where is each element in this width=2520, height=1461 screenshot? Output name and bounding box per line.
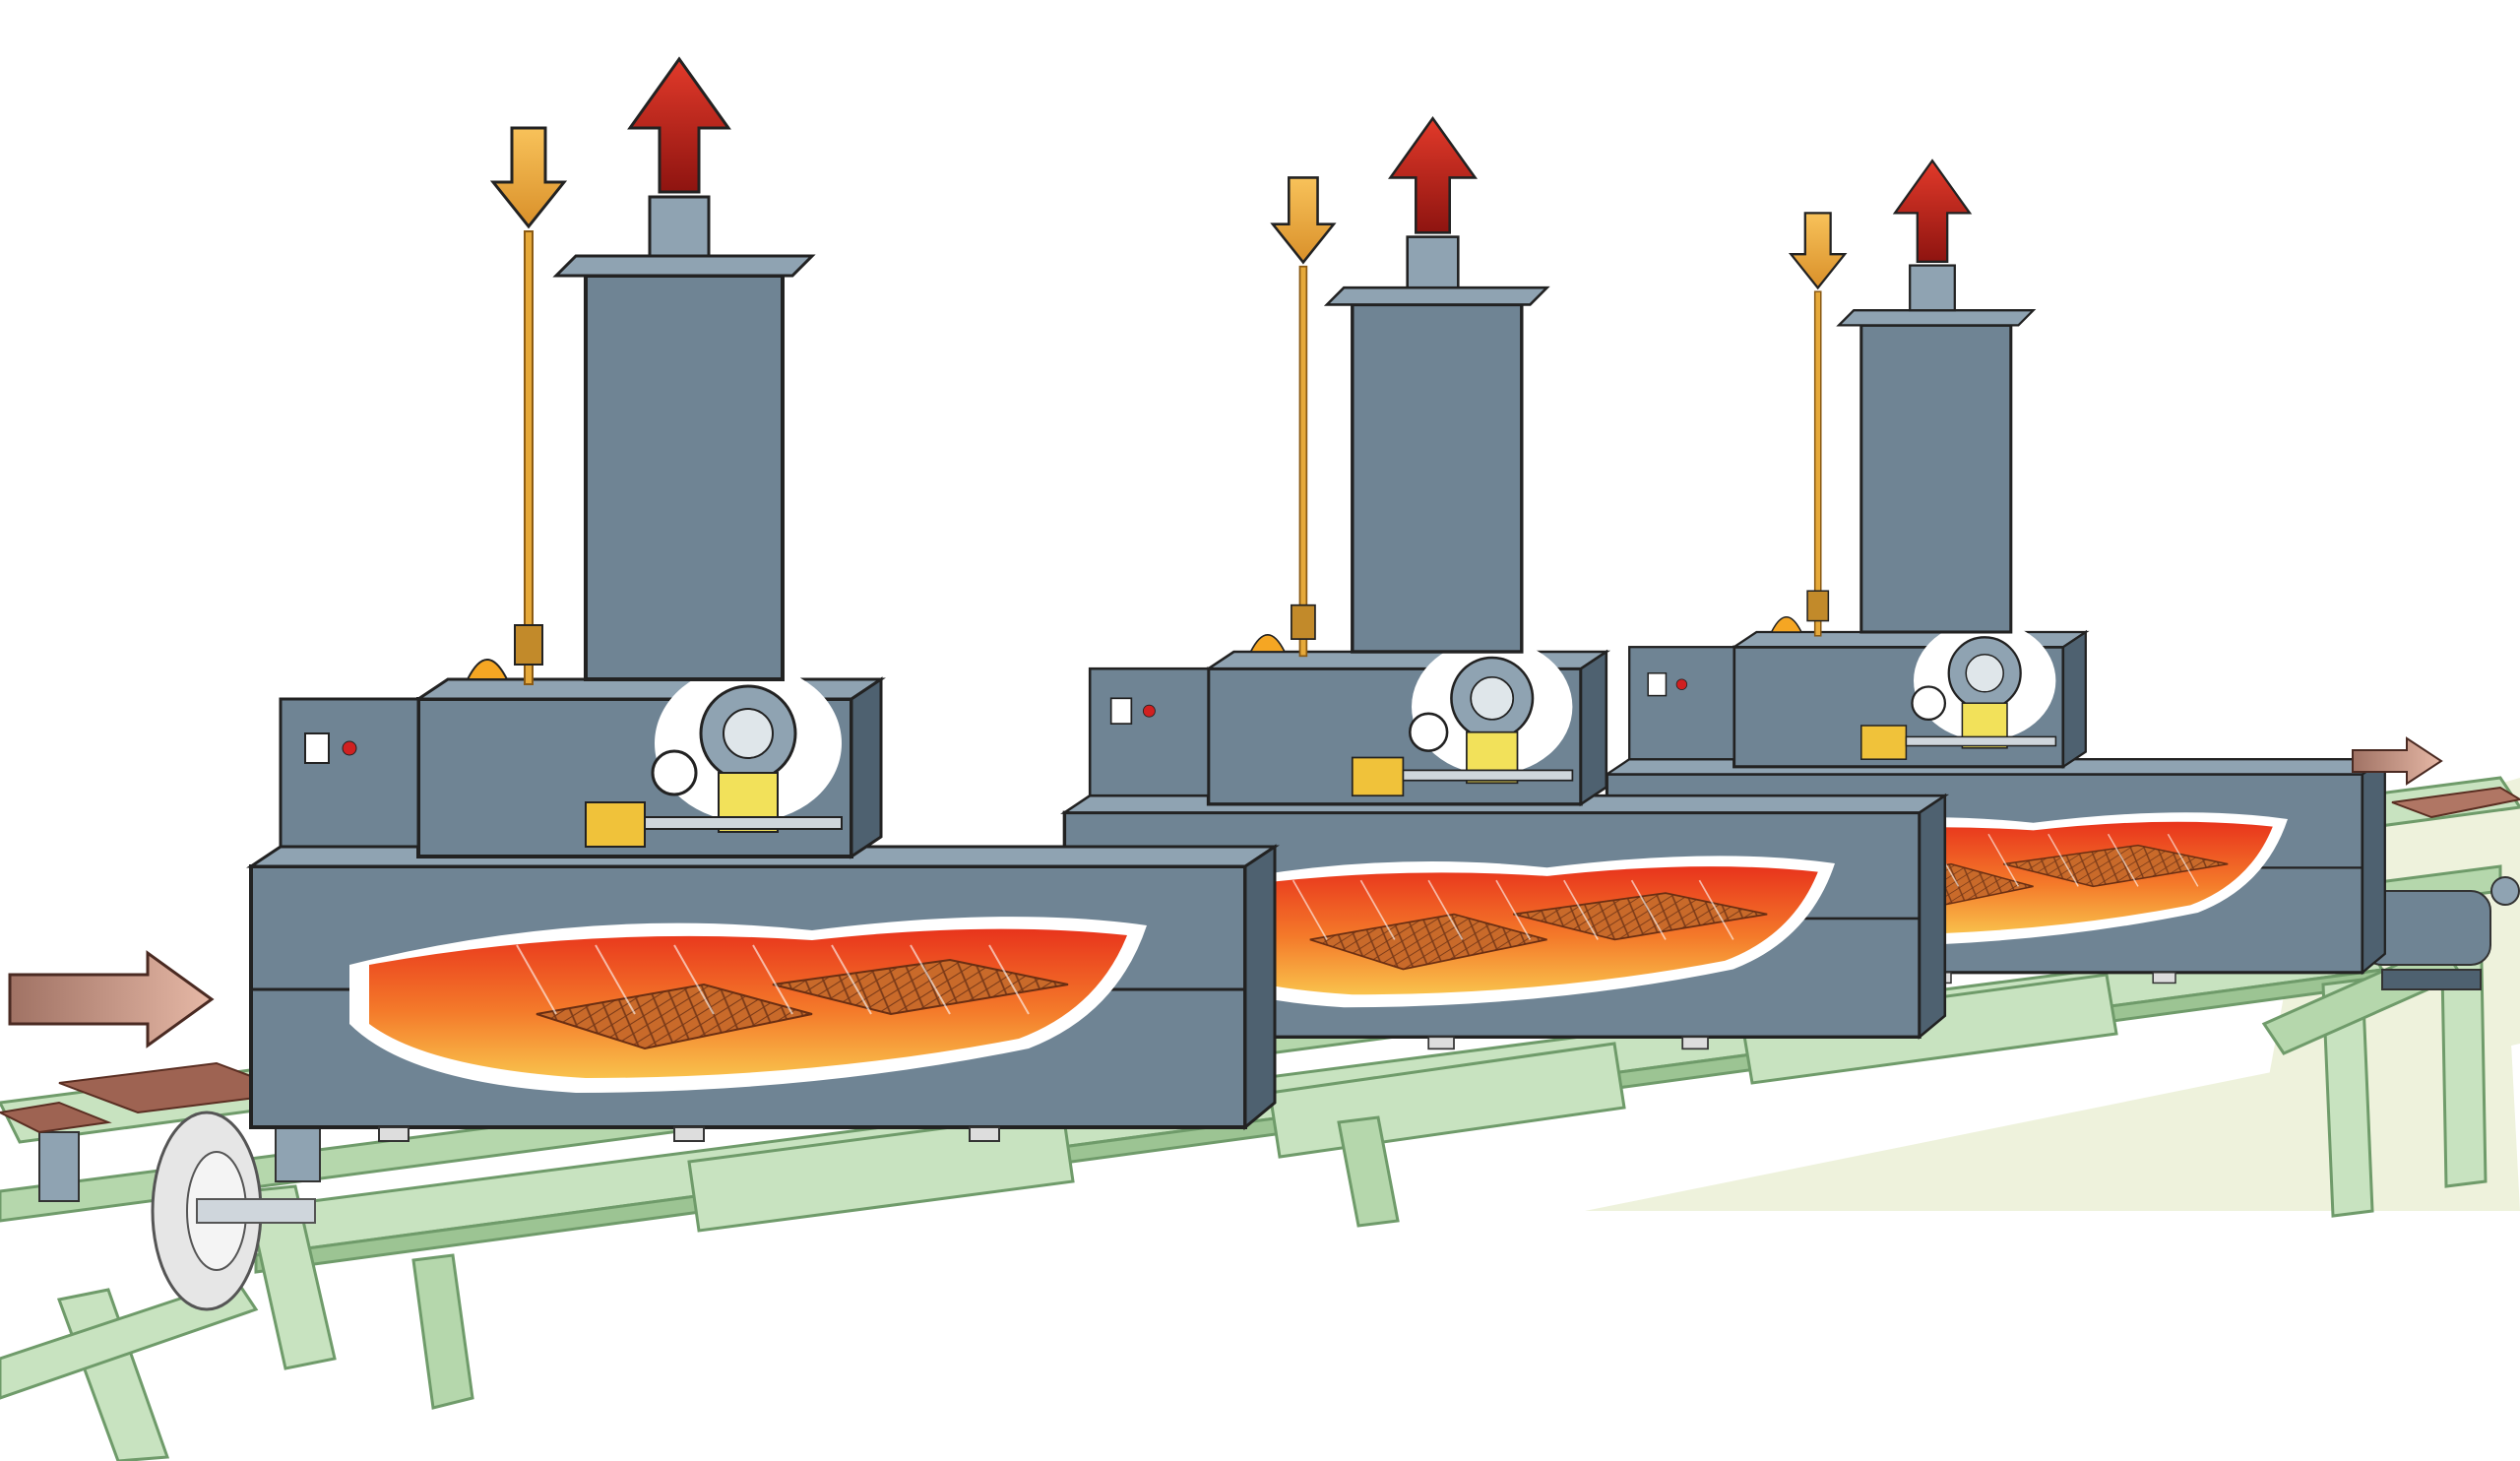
control-panel bbox=[1628, 646, 1735, 761]
gas-pipe bbox=[1402, 769, 1574, 782]
heat-ray bbox=[1359, 879, 1396, 940]
gas-valve-icon bbox=[585, 801, 646, 848]
oven-unit-1 bbox=[246, 56, 1280, 1142]
exhaust-stack bbox=[584, 274, 785, 681]
heat-ray bbox=[831, 944, 872, 1015]
tile-in-oven bbox=[2003, 844, 2229, 888]
tile-in-oven bbox=[536, 983, 813, 1050]
indicator-lamp bbox=[342, 740, 357, 756]
heat-ray bbox=[1495, 879, 1532, 940]
switch-icon bbox=[1109, 697, 1133, 725]
control-panel bbox=[1088, 667, 1210, 797]
pressure-gauge-icon bbox=[1408, 712, 1449, 752]
indicator-lamp bbox=[1675, 678, 1688, 690]
tunnel-side bbox=[1918, 793, 1947, 1041]
blower-hub bbox=[1470, 675, 1515, 721]
gas-valve-icon bbox=[1860, 725, 1908, 760]
exhaust-stack bbox=[1859, 323, 2013, 634]
heat-ray bbox=[1630, 879, 1667, 940]
exhaust-out-arrow bbox=[1387, 115, 1479, 234]
tunnel-side bbox=[1243, 844, 1277, 1131]
stack-cap bbox=[552, 254, 816, 278]
foot bbox=[1427, 1036, 1455, 1050]
burner-side bbox=[1579, 649, 1608, 807]
heat-ray bbox=[516, 944, 557, 1015]
gas-supply-line bbox=[524, 230, 534, 685]
heat-ray bbox=[1698, 879, 1734, 940]
tile-in-oven bbox=[1512, 892, 1768, 941]
blower-hub bbox=[1965, 654, 2004, 693]
gas-pipe bbox=[1905, 735, 2057, 747]
tunnel-side bbox=[2361, 757, 2386, 976]
gas-pipe bbox=[644, 816, 843, 830]
control-panel bbox=[279, 697, 420, 849]
foot bbox=[2152, 972, 2176, 985]
exhaust-out-arrow bbox=[1892, 159, 1973, 263]
heat-ray bbox=[673, 944, 715, 1015]
heat-ray bbox=[2167, 833, 2199, 887]
gas-supply-line bbox=[1298, 265, 1308, 658]
gas-shutoff-valve bbox=[1291, 603, 1316, 640]
gas-shutoff-valve bbox=[514, 624, 543, 666]
indicator-lamp bbox=[1142, 704, 1156, 718]
gas-shutoff-valve bbox=[1806, 590, 1830, 622]
flue-pipe bbox=[648, 195, 711, 258]
gas-in-arrow bbox=[489, 126, 568, 229]
product-out-arrow bbox=[2352, 736, 2443, 786]
stack-cap bbox=[1836, 309, 2037, 327]
beacon-icon bbox=[1249, 633, 1287, 653]
switch-icon bbox=[304, 732, 330, 764]
gas-valve-icon bbox=[1351, 756, 1405, 797]
gas-supply-line bbox=[1813, 290, 1822, 637]
tile-in-oven bbox=[772, 958, 1069, 1016]
blower-hub bbox=[723, 708, 774, 759]
beacon-icon bbox=[1770, 616, 1803, 633]
exhaust-stack bbox=[1351, 302, 1524, 654]
gas-in-arrow bbox=[1788, 212, 1848, 290]
heat-ray bbox=[2048, 833, 2079, 887]
heat-ray bbox=[1563, 879, 1599, 940]
foot bbox=[673, 1126, 705, 1142]
foot bbox=[1681, 1036, 1709, 1050]
gas-in-arrow bbox=[1270, 176, 1337, 265]
switch-icon bbox=[1647, 672, 1668, 697]
pressure-gauge-icon bbox=[651, 749, 698, 796]
heat-ray bbox=[1427, 879, 1464, 940]
oven-unit-2 bbox=[1060, 115, 1950, 1050]
tile-in-oven bbox=[1309, 913, 1547, 971]
pressure-gauge-icon bbox=[1911, 685, 1947, 722]
heat-ray bbox=[2107, 833, 2139, 887]
exhaust-out-arrow bbox=[627, 56, 731, 194]
foot bbox=[969, 1126, 1000, 1142]
heat-ray bbox=[910, 944, 951, 1015]
product-in-arrow bbox=[8, 950, 215, 1048]
flue-pipe bbox=[1909, 264, 1956, 312]
heat-ray bbox=[595, 944, 636, 1015]
stack-cap bbox=[1323, 286, 1550, 306]
burner-side bbox=[2061, 629, 2087, 769]
burner-side bbox=[850, 676, 883, 859]
beacon-icon bbox=[466, 659, 509, 680]
heat-ray bbox=[1292, 879, 1328, 940]
flue-pipe bbox=[1406, 235, 1460, 289]
heat-ray bbox=[1987, 833, 2020, 887]
heat-ray bbox=[752, 944, 793, 1015]
heat-ray bbox=[988, 944, 1030, 1015]
foot bbox=[378, 1126, 410, 1142]
